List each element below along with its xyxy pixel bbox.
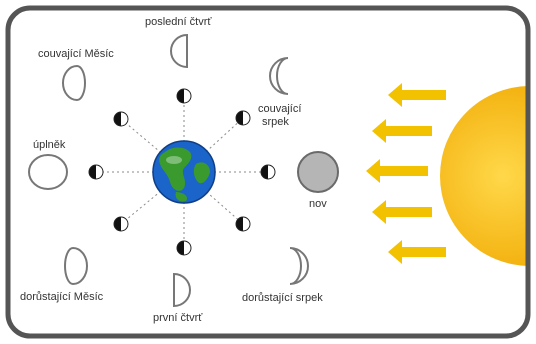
moon-phase-icon <box>88 164 104 180</box>
waxing-gibbous-moon-icon <box>64 246 88 286</box>
label-waxing-crescent: dorůstající srpek <box>242 292 323 304</box>
label-waning-gibbous: couvající Měsíc <box>38 48 114 60</box>
orbit-spokes <box>96 96 268 248</box>
moon-phase-icon <box>260 164 276 180</box>
waxing-crescent-moon-icon <box>289 247 309 285</box>
sun-icon <box>440 86 528 266</box>
sunlight-arrows <box>366 83 446 264</box>
label-last-quarter: poslední čtvrť <box>145 16 212 28</box>
new-moon-icon <box>297 151 339 193</box>
orbit-moons <box>88 88 276 256</box>
moon-phase-icon <box>235 216 251 232</box>
moon-phase-icon <box>113 216 129 232</box>
sunlight-arrow-icon <box>388 83 446 107</box>
full-moon-icon <box>28 154 68 190</box>
earth-icon <box>152 140 216 204</box>
last-quarter-moon-icon <box>170 33 188 69</box>
moon-phase-icon <box>113 111 129 127</box>
sunlight-arrow-icon <box>372 119 432 143</box>
diagram-frame <box>5 5 531 339</box>
label-waxing-gibbous: dorůstající Měsíc <box>20 291 104 303</box>
moon-phase-icon <box>235 110 251 126</box>
label-waning-crescent-line1: couvající <box>258 103 302 115</box>
label-waning-crescent-line2: srpek <box>262 116 289 128</box>
observed-phases <box>28 33 309 308</box>
label-full-moon: úplněk <box>33 139 66 151</box>
moon-phase-icon <box>176 88 192 104</box>
moon-phase-icon <box>176 240 192 256</box>
waning-gibbous-moon-icon <box>62 64 86 102</box>
sunlight-arrow-icon <box>366 159 428 183</box>
sunlight-arrow-icon <box>372 200 432 224</box>
label-first-quarter: první čtvrť <box>153 312 203 324</box>
label-new-moon: nov <box>309 198 327 210</box>
waning-crescent-moon-icon <box>269 57 289 95</box>
first-quarter-moon-icon <box>173 272 191 308</box>
sunlight-arrow-icon <box>388 240 446 264</box>
